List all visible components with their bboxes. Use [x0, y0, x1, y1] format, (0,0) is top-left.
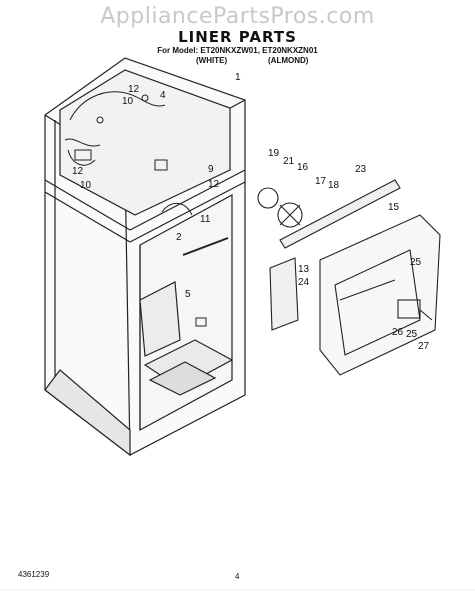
callout-10-2: 10: [122, 96, 134, 107]
evaporator-assembly: [257, 179, 441, 376]
callout-17-14: 17: [315, 176, 327, 187]
page-title: LINER PARTS: [178, 28, 297, 46]
callout-19-11: 19: [268, 148, 280, 159]
callout-12-1: 12: [128, 84, 140, 95]
callout-5-10: 5: [185, 289, 191, 300]
callout-24-19: 24: [298, 277, 310, 288]
document-number: 4361239: [18, 570, 50, 579]
callout-11-8: 11: [200, 214, 211, 225]
page-number: 4: [235, 572, 240, 581]
callout-4-3: 4: [160, 90, 166, 101]
callout-25-20: 25: [410, 257, 422, 268]
callout-9-6: 9: [208, 164, 214, 175]
callout-26-21: 26: [392, 327, 404, 338]
callout-1-0: 1: [235, 72, 241, 83]
callout-16-13: 16: [297, 162, 309, 173]
callout-15-17: 15: [388, 202, 400, 213]
control-parts: [64, 91, 229, 327]
callout-2-9: 2: [176, 232, 182, 243]
watermark-text: AppliancePartsPros.com: [100, 4, 375, 29]
model-line: For Model: ET20NKXZW01, ET20NKXZN01: [157, 46, 318, 55]
callout-12-4: 12: [72, 166, 84, 177]
callout-18-15: 18: [328, 180, 340, 191]
variant-white: (WHITE): [196, 56, 228, 65]
callout-27-23: 27: [418, 341, 430, 352]
callout-21-12: 21: [283, 156, 295, 167]
cabinet-liner: [44, 57, 246, 457]
callout-23-16: 23: [355, 164, 367, 175]
callout-25-22: 25: [406, 329, 418, 340]
callout-12-7: 12: [208, 179, 220, 190]
variant-almond: (ALMOND): [268, 56, 309, 65]
callout-13-18: 13: [298, 264, 310, 275]
callout-10-5: 10: [80, 180, 92, 191]
